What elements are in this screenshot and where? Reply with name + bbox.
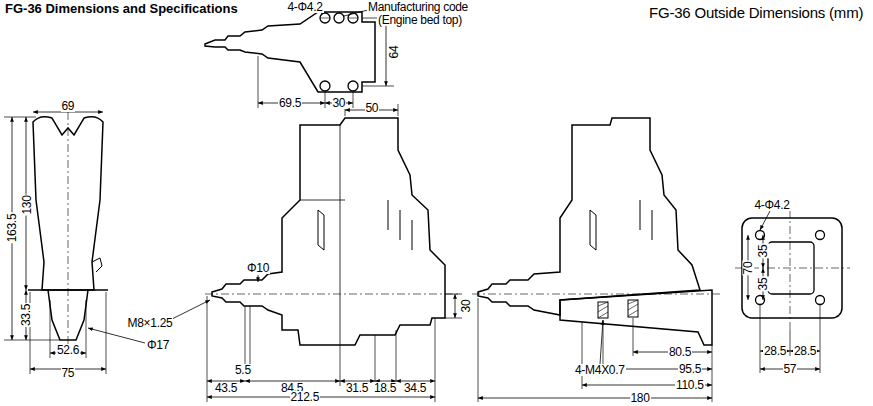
dimension-label: 163.5 (6, 213, 18, 244)
dimension-label: 35 (757, 244, 769, 259)
dimension-label: 70 (742, 261, 754, 276)
figure-caption: FG-36 Outside Dimensions (mm) (648, 5, 864, 20)
dimension-label: 34.5 (403, 382, 427, 394)
dimension-label: Φ10 (246, 262, 270, 274)
dimension-label: (Engine bed top) (377, 14, 463, 26)
dimension-label: 4-Φ4.2 (754, 199, 791, 211)
dimension-label: 43.5 (214, 382, 238, 394)
dimension-label: 64 (388, 45, 400, 60)
dimension-label: Manufacturing code (367, 1, 469, 13)
dimension-label: 4-Φ4.2 (287, 1, 324, 13)
dimension-label: 28.5 (793, 345, 817, 357)
dimension-label: 69.5 (278, 97, 302, 109)
dimension-label: 180 (630, 392, 651, 404)
dimension-label: 4-M4X0.7 (574, 364, 626, 376)
dimension-label: Φ17 (146, 339, 170, 351)
dimension-label: 57 (783, 363, 798, 375)
dimension-label: 5.5 (234, 364, 252, 376)
dimension-label: 30 (332, 97, 347, 109)
dimension-label: 31.5 (345, 382, 369, 394)
sheet-title: FG-36 Dimensions and Specifications (4, 2, 239, 15)
dimension-label: 110.5 (675, 379, 705, 391)
dimension-label: 130 (20, 194, 32, 215)
dimension-label: 52.6 (56, 344, 80, 356)
dimension-label: 28.5 (763, 345, 787, 357)
dimension-label: 35 (757, 277, 769, 292)
dimension-label: 75 (61, 367, 76, 379)
dimension-label: 18.5 (373, 382, 397, 394)
dimension-label: 212.5 (290, 391, 321, 403)
dimension-label: 33.5 (20, 303, 32, 327)
dimension-label: M8×1.25 (127, 317, 174, 329)
dimension-label: 95.5 (678, 363, 702, 375)
dimension-label: 30 (460, 299, 472, 314)
dimension-label: 50 (365, 102, 380, 114)
dimension-label: 80.5 (668, 346, 692, 358)
dimension-label: 69 (61, 100, 76, 112)
